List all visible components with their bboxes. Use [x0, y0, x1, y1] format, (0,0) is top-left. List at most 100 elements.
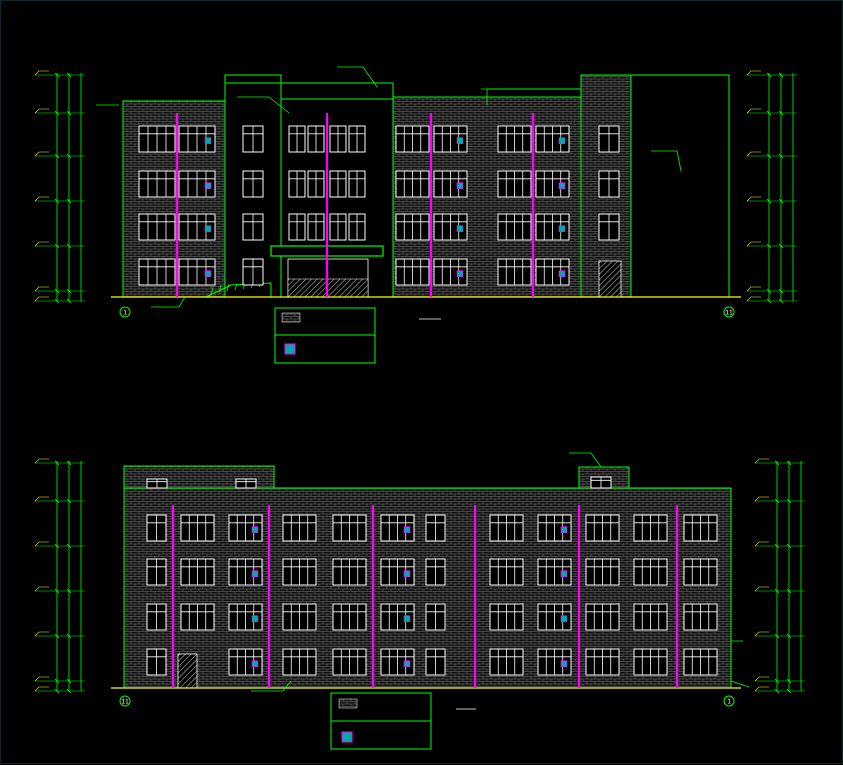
- window: [307, 213, 325, 241]
- window: [228, 603, 263, 631]
- axis-bubble-icon: [723, 695, 735, 707]
- window: [395, 125, 430, 153]
- air-conditioner-marker-icon: [558, 137, 566, 144]
- window: [178, 170, 216, 198]
- air-conditioner-marker-icon: [204, 270, 212, 278]
- window: [332, 558, 367, 586]
- window: [138, 213, 176, 241]
- window: [497, 125, 532, 153]
- window: [307, 170, 325, 198]
- window: [282, 558, 317, 586]
- window: [146, 603, 167, 631]
- air-conditioner-marker-icon: [403, 660, 411, 668]
- window: [537, 558, 572, 586]
- window: [535, 258, 570, 286]
- air-conditioner-marker-icon: [251, 660, 259, 668]
- window: [395, 258, 430, 286]
- air-conditioner-marker-icon: [341, 731, 353, 743]
- window: [590, 476, 612, 489]
- air-conditioner-marker-icon: [456, 182, 464, 189]
- window: [348, 213, 366, 241]
- front-legend-box: [274, 307, 376, 364]
- window: [348, 125, 366, 153]
- window: [537, 603, 572, 631]
- window: [497, 258, 532, 286]
- air-conditioner-marker-icon: [251, 526, 259, 534]
- air-conditioner-marker-icon: [560, 526, 568, 534]
- window: [380, 603, 415, 631]
- rear-windows-group: [146, 476, 718, 676]
- axis-bubble-icon: [119, 695, 131, 707]
- window: [242, 258, 264, 286]
- air-conditioner-marker-icon: [251, 570, 259, 578]
- axis-bubble-icon: [723, 306, 735, 318]
- window: [242, 170, 264, 198]
- window: [537, 648, 572, 676]
- window: [348, 170, 366, 198]
- window: [242, 125, 264, 153]
- window: [489, 558, 524, 586]
- window: [288, 170, 306, 198]
- window: [535, 213, 570, 241]
- window: [585, 558, 620, 586]
- window: [288, 213, 306, 241]
- window: [228, 648, 263, 676]
- level-dimension-rulers: [34, 70, 805, 694]
- window: [138, 170, 176, 198]
- end-bay-door: [598, 260, 622, 298]
- window: [228, 558, 263, 586]
- air-conditioner-marker-icon: [560, 660, 568, 668]
- window: [497, 170, 532, 198]
- front-axis-label-right: 11: [725, 310, 733, 317]
- window: [489, 603, 524, 631]
- window: [683, 514, 718, 542]
- window: [228, 514, 263, 542]
- window: [633, 558, 668, 586]
- window: [598, 213, 620, 241]
- rear-axis-label-left: 11: [121, 699, 129, 706]
- window: [598, 170, 620, 198]
- brick-hatch-swatch-icon: [281, 312, 301, 323]
- window: [332, 603, 367, 631]
- window: [282, 648, 317, 676]
- air-conditioner-marker-icon: [204, 137, 212, 144]
- air-conditioner-marker-icon: [284, 343, 296, 355]
- window: [138, 258, 176, 286]
- window: [282, 514, 317, 542]
- window: [585, 514, 620, 542]
- brick-hatch-swatch-icon: [338, 698, 358, 709]
- window: [242, 213, 264, 241]
- axis-bubble-icon: [119, 306, 131, 318]
- air-conditioner-marker-icon: [560, 570, 568, 578]
- window: [425, 648, 446, 676]
- air-conditioner-marker-icon: [403, 526, 411, 534]
- rear-stair-door: [177, 653, 198, 689]
- air-conditioner-marker-icon: [558, 270, 566, 278]
- air-conditioner-marker-icon: [403, 570, 411, 578]
- front-elevation: 1 11: [96, 66, 741, 364]
- window: [395, 170, 430, 198]
- air-conditioner-marker-icon: [558, 182, 566, 189]
- window: [288, 125, 306, 153]
- window: [633, 514, 668, 542]
- window: [433, 170, 468, 198]
- window: [307, 125, 325, 153]
- rear-elevation: 11 1: [111, 452, 750, 750]
- window: [433, 125, 468, 153]
- window: [585, 603, 620, 631]
- air-conditioner-marker-icon: [204, 225, 212, 232]
- window: [146, 558, 167, 586]
- window: [425, 603, 446, 631]
- window: [180, 558, 215, 586]
- window: [380, 514, 415, 542]
- window: [178, 213, 216, 241]
- window: [683, 558, 718, 586]
- window: [329, 213, 347, 241]
- window: [329, 125, 347, 153]
- window: [180, 514, 215, 542]
- air-conditioner-marker-icon: [204, 182, 212, 189]
- air-conditioner-marker-icon: [456, 225, 464, 232]
- window: [178, 125, 216, 153]
- rear-axis-label-right: 1: [727, 699, 731, 706]
